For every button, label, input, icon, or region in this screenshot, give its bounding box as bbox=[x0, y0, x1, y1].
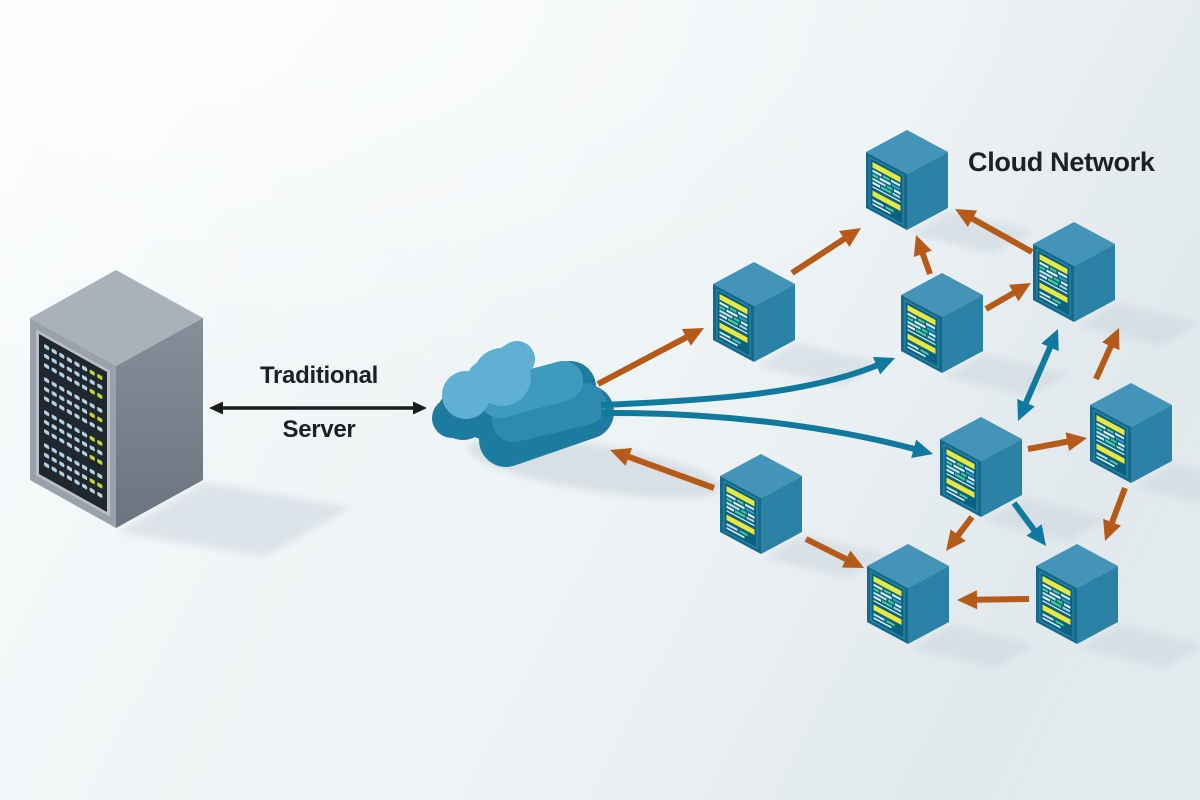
cloud-server-node-server-5 bbox=[1090, 383, 1200, 507]
edge-s6-s5 bbox=[1027, 438, 1071, 452]
arrowhead bbox=[1103, 518, 1121, 541]
cloud-network-label: Cloud Network bbox=[968, 147, 1155, 177]
edge-cloud-s2 bbox=[596, 333, 691, 387]
connection-arrows bbox=[209, 209, 1128, 610]
edge-cloud-s6 bbox=[600, 409, 918, 453]
cloud-server-node-server-2 bbox=[713, 262, 881, 386]
arrowhead bbox=[911, 439, 933, 458]
arrowhead bbox=[872, 356, 895, 375]
arrowhead bbox=[913, 235, 932, 258]
arrowhead bbox=[413, 401, 427, 415]
edge-cloud-s3 bbox=[600, 361, 881, 408]
edge-s5-s9 bbox=[1108, 486, 1128, 527]
arrowhead bbox=[839, 228, 861, 247]
edge-s6-s8 bbox=[953, 515, 975, 540]
rack-led-lights bbox=[44, 344, 103, 498]
cloud-icon bbox=[432, 341, 722, 499]
arrowhead bbox=[1008, 283, 1031, 302]
arrowhead bbox=[946, 529, 966, 551]
arrowhead bbox=[957, 590, 978, 610]
arrowhead bbox=[1026, 524, 1046, 546]
edge-s3-s4 bbox=[984, 288, 1018, 312]
traditional-server-icon bbox=[30, 270, 352, 557]
edge-s4-s1 bbox=[968, 214, 1034, 255]
edge-s4-s6 bbox=[1022, 343, 1054, 407]
traditional-server-label-line2: Server bbox=[282, 416, 356, 443]
traditional-server-label-line1: Traditional bbox=[259, 362, 379, 389]
edge-s3-s1 bbox=[918, 249, 933, 276]
arrowhead bbox=[1041, 329, 1059, 352]
edge-s6-s9 bbox=[1011, 501, 1039, 535]
arrowhead bbox=[1017, 398, 1035, 421]
arrowhead bbox=[955, 209, 978, 228]
arrowhead bbox=[841, 550, 864, 568]
edge-s9-s8 bbox=[973, 596, 1030, 603]
cloud-server-node-server-9 bbox=[1036, 544, 1200, 668]
arrowhead bbox=[209, 401, 223, 415]
edge-s5-s4 bbox=[1093, 342, 1115, 381]
edge-s2-s1 bbox=[790, 234, 849, 276]
rack-shadow bbox=[118, 482, 352, 557]
arrowhead bbox=[681, 328, 704, 346]
arrowhead bbox=[1102, 328, 1120, 351]
edge-s7-cloud bbox=[624, 453, 716, 491]
cloud-server-node-server-4 bbox=[1033, 222, 1200, 346]
edge-s7-s8 bbox=[804, 536, 851, 564]
cloud-server-node-server-7 bbox=[720, 454, 888, 578]
cloud-server-node-server-8 bbox=[867, 544, 1035, 668]
arrowhead bbox=[610, 447, 633, 466]
arrowhead bbox=[1065, 432, 1087, 452]
